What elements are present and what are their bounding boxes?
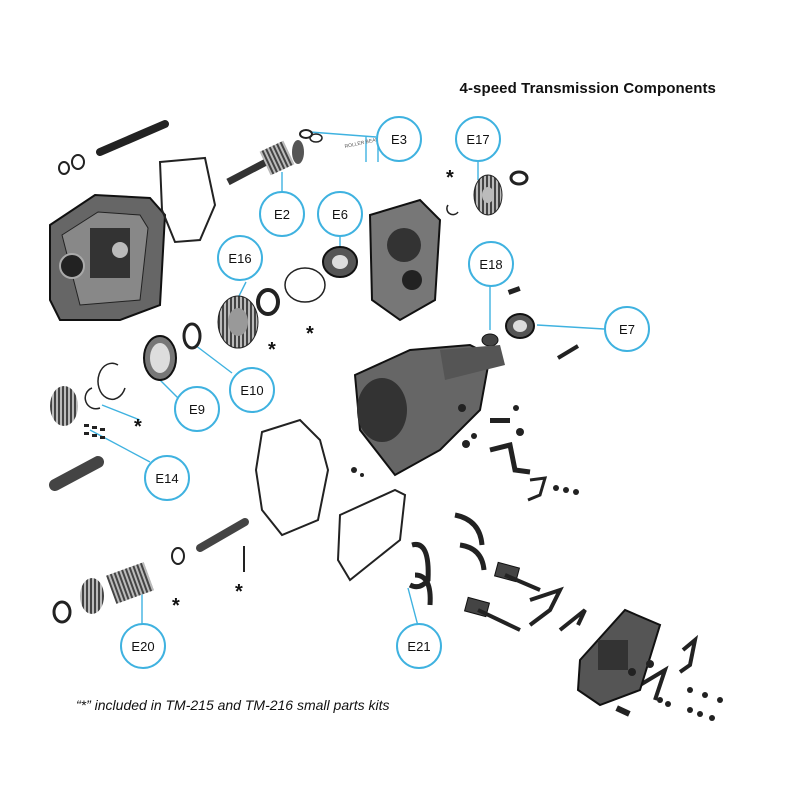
kit-marker-star: *	[446, 167, 454, 189]
extension-housing	[353, 343, 505, 477]
kit-marker-star: *	[134, 416, 142, 438]
callout-e7: E7	[604, 306, 650, 352]
callout-e6: E6	[317, 191, 363, 237]
kit-marker-star: *	[268, 339, 276, 361]
gear-e16	[217, 295, 259, 349]
kit-marker-star: *	[306, 323, 314, 345]
gear-e17	[446, 170, 529, 216]
cluster-gear-e20	[52, 562, 154, 624]
side-cover	[576, 608, 662, 707]
front-bearing-gasket	[158, 156, 217, 244]
callout-e16: E16	[217, 235, 263, 281]
callout-e9: E9	[174, 386, 220, 432]
kit-marker-star: *	[235, 581, 243, 603]
input-shaft	[226, 140, 304, 186]
diagram-title: 4-speed Transmission Components	[459, 80, 716, 97]
synchronizer-e9	[143, 335, 177, 381]
callout-e14: E14	[144, 455, 190, 501]
footnote: “*” included in TM-215 and TM-216 small …	[76, 697, 390, 713]
transmission-case	[49, 193, 167, 321]
bearing-e6	[322, 246, 358, 278]
extension-gasket	[254, 418, 330, 537]
callout-e2: E2	[259, 191, 305, 237]
cover-gasket	[336, 488, 407, 582]
callout-e20: E20	[120, 623, 166, 669]
shift-forks	[408, 512, 487, 606]
counter-shaft	[58, 120, 169, 175]
callout-e3: E3	[376, 116, 422, 162]
callout-e17: E17	[455, 116, 501, 162]
front-plate	[368, 198, 442, 322]
callout-e18: E18	[468, 241, 514, 287]
callout-e10: E10	[229, 367, 275, 413]
kit-marker-star: *	[172, 595, 180, 617]
callout-e21: E21	[396, 623, 442, 669]
